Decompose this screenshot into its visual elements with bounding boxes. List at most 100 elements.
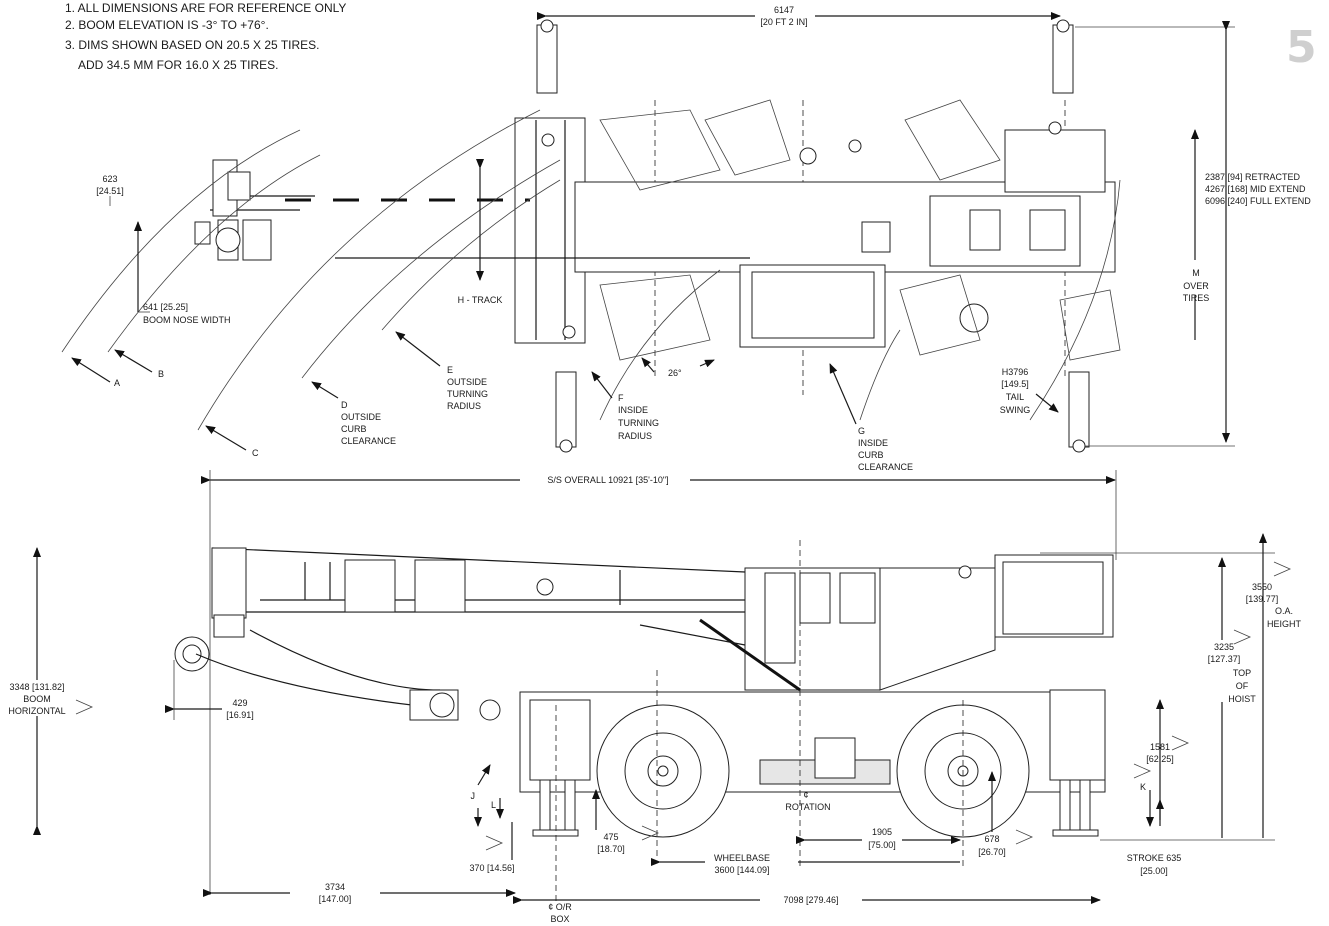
tail-swing-3: TAIL <box>1006 392 1024 402</box>
radius-g-3: CURB <box>858 450 884 460</box>
tail-swing-2: [149.5] <box>1001 379 1029 389</box>
top-view: 6147 [20 FT 2 IN] <box>61 5 1311 472</box>
outrigger-height-imperial: [62.25] <box>1146 754 1174 764</box>
ground-marker-oa <box>1273 561 1291 577</box>
extend-retracted: 2387 [94] RETRACTED <box>1205 172 1301 182</box>
j-label: J <box>471 791 476 801</box>
overall-length-dim: S/S OVERALL 10921 [35'-10"] <box>201 470 1117 895</box>
hoist-label-1: TOP <box>1233 668 1251 678</box>
radius-e-3: TURNING <box>447 389 488 399</box>
tail-swing-4: SWING <box>1000 405 1031 415</box>
carrier-chassis-top <box>514 117 1116 348</box>
oa-height-label-2: HEIGHT <box>1267 619 1302 629</box>
over-tires-2: OVER <box>1183 281 1209 291</box>
outrigger-height-value: 1581 <box>1150 742 1170 752</box>
front-wheel <box>596 704 730 838</box>
boom-side <box>211 547 746 613</box>
stroke-imperial: [25.00] <box>1140 866 1168 876</box>
radius-f-4: RADIUS <box>618 431 652 441</box>
axle-height-value: 678 <box>984 834 999 844</box>
ground-marker-hoist <box>1233 629 1251 645</box>
radius-f-3: TURNING <box>618 418 659 428</box>
radius-d-4: CLEARANCE <box>341 436 396 446</box>
note-3: 3. DIMS SHOWN BASED ON 20.5 X 25 TIRES. <box>65 38 320 52</box>
label-b: B <box>158 369 164 379</box>
boom-horizontal-3: HORIZONTAL <box>8 706 65 716</box>
nose-width-value: 641 [25.25] <box>143 302 188 312</box>
crane-cab <box>744 554 1114 691</box>
radius-g-2: INSIDE <box>858 438 888 448</box>
hoist-label-2: OF <box>1236 681 1249 691</box>
tire-rear-right <box>1068 371 1090 453</box>
wheelbase-label: WHEELBASE <box>714 853 770 863</box>
track-width-value: 6147 <box>774 5 794 15</box>
label-c: C <box>252 448 259 458</box>
axle-height-imperial: [26.70] <box>978 847 1006 857</box>
hoist-height-value: 3235 <box>1214 642 1234 652</box>
boom-nose-side <box>174 547 247 672</box>
oa-height-label-1: O.A. <box>1275 606 1293 616</box>
tire-front-left <box>536 19 558 94</box>
nose-height-imperial: [24.51] <box>96 186 124 196</box>
rotation-label: ROTATION <box>785 802 830 812</box>
radius-d-3: CURB <box>341 424 367 434</box>
wheelbase-value: 3600 [144.09] <box>714 865 769 875</box>
angle-label: 26° <box>668 368 682 378</box>
boom-horizontal-1: 3348 [131.82] <box>9 682 64 692</box>
hoist-height-imperial: [127.37] <box>1208 654 1241 664</box>
over-tires-1: M <box>1192 268 1200 278</box>
note-2: 2. BOOM ELEVATION IS -3° TO +76°. <box>65 18 269 32</box>
boom-horizontal-2: BOOM <box>23 694 51 704</box>
over-tires-3: TIRES <box>1183 293 1210 303</box>
extend-mid: 4267 [168] MID EXTEND <box>1205 184 1306 194</box>
notes-block: 1. ALL DIMENSIONS ARE FOR REFERENCE ONLY… <box>65 1 346 72</box>
boom-nose-top <box>194 159 272 261</box>
front-length-imperial: [147.00] <box>319 894 352 904</box>
tire-front-right <box>555 371 577 453</box>
oa-height-imperial: [139.77] <box>1246 594 1279 604</box>
overall-length-label: S/S OVERALL 10921 [35'-10"] <box>547 475 668 485</box>
h-track-label: H - TRACK <box>458 295 503 305</box>
ground-clearance-imperial: [18.70] <box>597 844 625 854</box>
rear-length-label: 7098 [279.46] <box>783 895 838 905</box>
radius-f-2: INSIDE <box>618 405 648 415</box>
nose-width-label: BOOM NOSE WIDTH <box>143 315 231 325</box>
extend-full: 6096 [240] FULL EXTEND <box>1205 196 1311 206</box>
radius-g-1: G <box>858 426 865 436</box>
note-1: 1. ALL DIMENSIONS ARE FOR REFERENCE ONLY <box>65 1 346 15</box>
front-length-value: 3734 <box>325 882 345 892</box>
rotation-to-axle-imperial: [75.00] <box>868 840 896 850</box>
oa-height-value: 3550 <box>1252 582 1272 592</box>
tire-rear-left <box>1052 19 1074 94</box>
radius-f-1: F <box>618 393 624 403</box>
outrigger-box-2: BOX <box>550 914 569 924</box>
radius-g-4: CLEARANCE <box>858 462 913 472</box>
stroke-value: STROKE 635 <box>1127 853 1182 863</box>
radius-d-2: OUTSIDE <box>341 412 381 422</box>
rotation-to-axle-value: 1905 <box>872 827 892 837</box>
tail-swing-1: H3796 <box>1002 367 1029 377</box>
l-label: L <box>491 800 496 810</box>
ground-marker-left <box>75 699 93 715</box>
hoist-label-3: HOIST <box>1228 694 1256 704</box>
note-4: ADD 34.5 MM FOR 16.0 X 25 TIRES. <box>78 58 279 72</box>
pad-height-label: 370 [14.56] <box>469 863 514 873</box>
hook-block <box>409 689 501 721</box>
outrigger-box-1: ¢ O/R <box>548 902 572 912</box>
page-number: 5 <box>1286 22 1317 73</box>
ground-clearance-value: 475 <box>603 832 618 842</box>
nose-offset-imperial: [16.91] <box>226 710 254 720</box>
radius-d-1: D <box>341 400 348 410</box>
k-label: K <box>1140 782 1146 792</box>
nose-offset-value: 429 <box>232 698 247 708</box>
track-width-imperial: [20 FT 2 IN] <box>760 17 807 27</box>
nose-height-value: 623 <box>102 174 117 184</box>
side-view: 3348 [131.82] BOOM HORIZONTAL 429 [16.91… <box>2 533 1302 924</box>
radius-e-1: E <box>447 365 453 375</box>
outrigger-jacks <box>532 779 1099 837</box>
rotation-symbol: ¢ <box>803 790 808 800</box>
label-a: A <box>114 378 120 388</box>
radius-e-2: OUTSIDE <box>447 377 487 387</box>
